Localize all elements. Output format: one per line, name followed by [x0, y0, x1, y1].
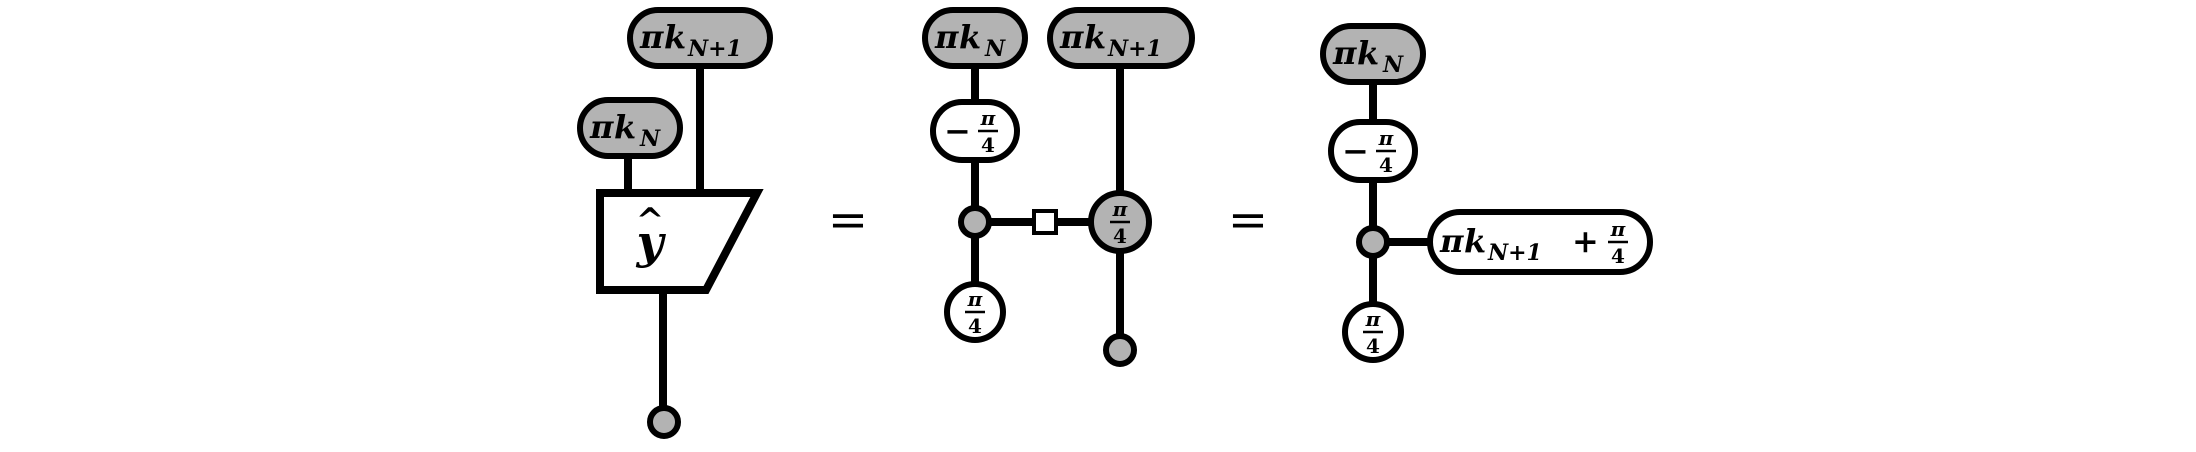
- label-frac-num-right-top: π: [1378, 126, 1394, 150]
- label-frac-num-right-long: π: [1610, 217, 1626, 241]
- label-plus-right-long: +: [1572, 222, 1599, 260]
- label-sub-n-mid-left: N: [984, 36, 1006, 62]
- spider-pi-k-n-left: [577, 97, 683, 159]
- spider-pi-k-n-plus-1-plus-pi-over-4: [1427, 209, 1653, 275]
- label-k-mid-left: k: [959, 18, 981, 56]
- label-minus-mid: −: [944, 112, 971, 150]
- label-sub-n1-right-long: N+1: [1487, 240, 1542, 266]
- label-pi-left-mid: π: [589, 108, 614, 146]
- right-diagram: π k N − π 4 π k N+1 + π 4 π 4: [1320, 23, 1653, 363]
- label-pi-right-long: π: [1439, 222, 1464, 260]
- label-k-right-long: k: [1464, 222, 1486, 260]
- middle-diagram: π k N π k N+1 − π 4 π 4 π 4: [922, 7, 1195, 367]
- y-hat-accent: ^: [636, 201, 665, 241]
- hadamard-box: [1032, 209, 1058, 235]
- label-pi-mid-right: π: [1059, 18, 1084, 56]
- spider-pi-k-n-plus-1-left: [627, 7, 773, 69]
- label-frac-den-right-long: 4: [1611, 244, 1625, 268]
- label-frac-den-mid-top: 4: [981, 133, 995, 157]
- spider-minus-pi-over-4-mid: [930, 99, 1020, 163]
- label-k-left-top: k: [664, 18, 686, 56]
- spider-mid-right-bottom: [1103, 333, 1137, 367]
- label-frac-num-mid-bottom: π: [967, 287, 983, 311]
- spider-right-junction: [1356, 225, 1390, 259]
- label-frac-num-mid-right: π: [1112, 197, 1128, 221]
- y-hat-symbol: y: [636, 215, 667, 269]
- spider-mid-left-junction: [958, 205, 992, 239]
- label-sub-n1-mid-right: N+1: [1107, 36, 1162, 62]
- label-sub-n-left-mid: N: [639, 126, 661, 152]
- spider-pi-k-n-right: [1320, 23, 1426, 85]
- spider-minus-pi-over-4-right: [1328, 119, 1418, 183]
- y-hat-box: [596, 189, 764, 294]
- left-diagram: y ^ π k N+1 π k N: [577, 7, 773, 439]
- label-frac-den-right-top: 4: [1379, 153, 1393, 177]
- equals-sign-1: =: [828, 192, 868, 248]
- label-k-right-top: k: [1357, 34, 1379, 72]
- equals-sign-2: =: [1228, 192, 1268, 248]
- label-frac-den-mid-bottom: 4: [968, 314, 982, 338]
- label-pi-mid-left: π: [934, 18, 959, 56]
- spider-pi-k-n-plus-1-mid: [1047, 7, 1195, 69]
- label-frac-num-right-bottom: π: [1365, 307, 1381, 331]
- spider-pi-k-n-mid: [922, 7, 1028, 69]
- label-k-mid-right: k: [1084, 18, 1106, 56]
- label-frac-num-mid-top: π: [980, 106, 996, 130]
- spider-left-bottom: [647, 405, 681, 439]
- label-sub-n1-left-top: N+1: [687, 36, 742, 62]
- label-pi-left-top: π: [639, 18, 664, 56]
- label-pi-right-top: π: [1332, 34, 1357, 72]
- label-frac-den-right-bottom: 4: [1366, 334, 1380, 358]
- label-frac-den-mid-right: 4: [1113, 224, 1127, 248]
- label-minus-right: −: [1342, 132, 1369, 170]
- label-sub-n-right-top: N: [1382, 52, 1404, 78]
- label-k-left-mid: k: [614, 108, 636, 146]
